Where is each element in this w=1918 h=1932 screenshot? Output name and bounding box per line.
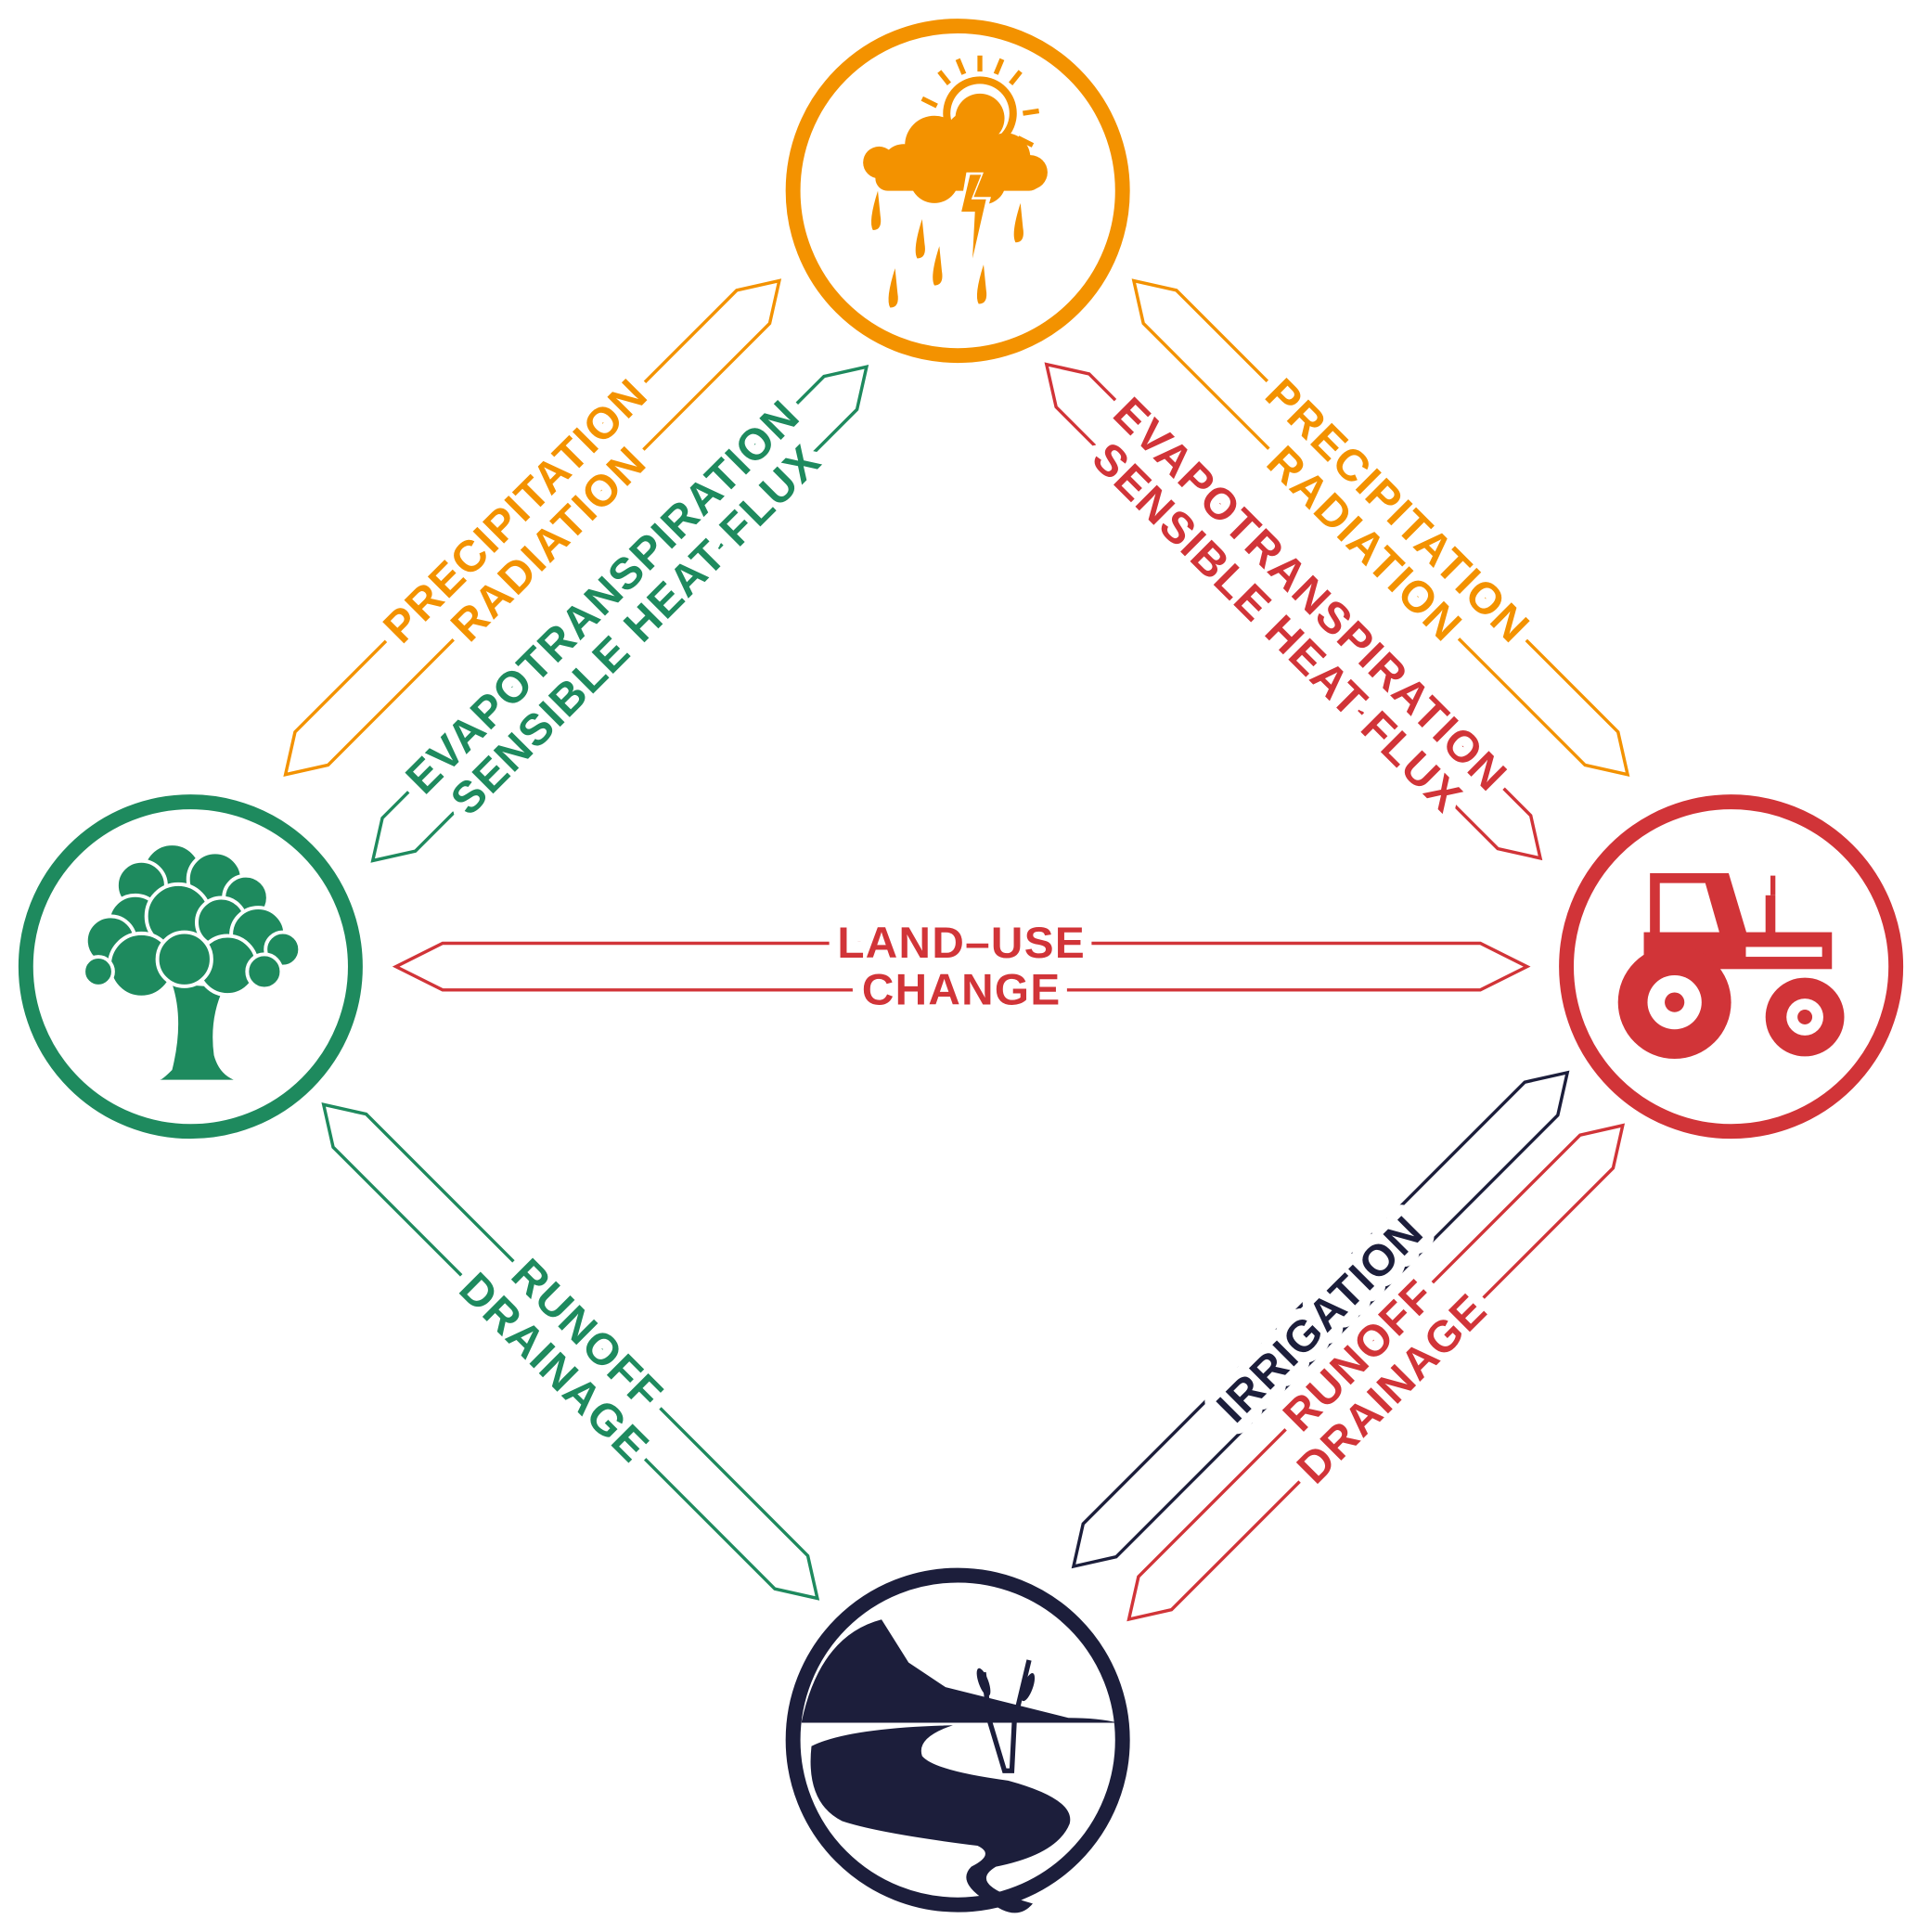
river-wetland-icon <box>801 1619 1118 1913</box>
arrow-water-to-agriculture: IRRIGATION <box>1071 1070 1570 1569</box>
agriculture-node <box>1559 794 1904 1140</box>
water-node <box>785 1567 1130 1913</box>
arrow-forest-to-water: RUNOFF DRAINAGE <box>321 1102 820 1601</box>
arrow-land-use-change: LAND–USE CHANGE <box>392 908 1531 1025</box>
forest-node <box>18 794 363 1140</box>
arrow-label-land-use: LAND–USE <box>837 919 1086 968</box>
sun-cloud-storm-icon <box>863 55 1048 308</box>
arrow-label-change: CHANGE <box>862 965 1062 1014</box>
arrow-agriculture-to-water: RUNOFF DRAINAGE <box>1126 1123 1626 1622</box>
tractor-icon <box>1617 872 1845 1060</box>
tree-icon <box>82 842 303 1080</box>
climate-node <box>785 19 1130 364</box>
